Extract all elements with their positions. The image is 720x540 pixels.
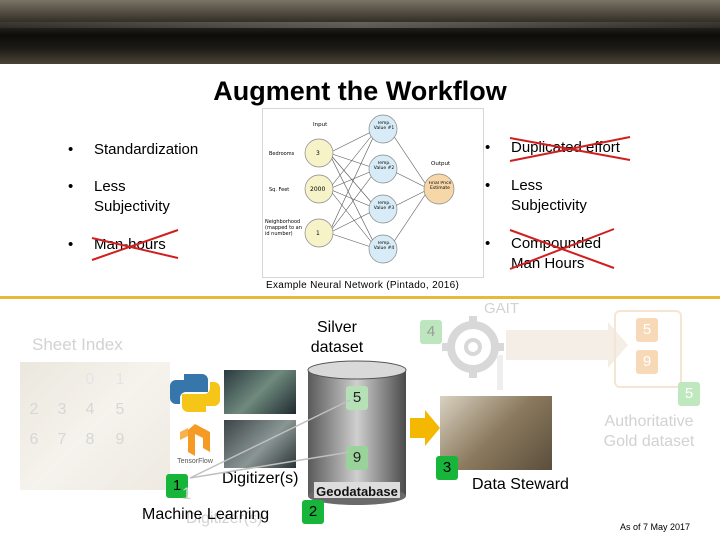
figure-caption: Example Neural Network (Pintado, 2016) <box>266 280 459 291</box>
right-bullet-1: • Duplicated effort <box>485 138 685 158</box>
nn-temp1: Temp. Value #1 <box>371 121 397 131</box>
bullet-text: Less Subjectivity <box>94 177 194 217</box>
nn-input-label: Input <box>313 122 328 128</box>
step-3-badge: 3 <box>436 456 458 480</box>
gold-5b-badge: 5 <box>678 382 700 406</box>
right-bullet-2: • Less Subjectivity <box>485 176 685 218</box>
left-bullet-2: • Less Subjectivity <box>68 177 258 219</box>
nn-value-2000: 2000 <box>310 186 325 193</box>
bullet-text: Compounded Man Hours <box>511 234 621 274</box>
nn-temp3: Temp. Value #3 <box>371 201 397 211</box>
neural-network-figure: Input Output Bedrooms Sq. Feet Neighborh… <box>262 108 484 278</box>
bullet-dot: • <box>485 138 490 158</box>
bullet-text: Duplicated effort <box>511 138 661 158</box>
divider-line <box>0 296 720 299</box>
left-bullet-1: • Standardization <box>68 140 258 160</box>
gold-5-badge: 5 <box>636 318 658 342</box>
nn-temp4: Temp. Value #4 <box>371 241 397 251</box>
nn-output-label: Output <box>431 161 451 167</box>
bullet-text: Less Subjectivity <box>511 176 611 216</box>
authoritative-label: Authoritative Gold dataset <box>594 412 704 452</box>
bullet-dot: • <box>68 140 73 160</box>
nn-value-1: 1 <box>316 230 320 237</box>
header-bar <box>0 0 720 64</box>
nn-value-3: 3 <box>316 150 320 157</box>
data-steward-label: Data Steward <box>472 476 569 494</box>
nn-neighborhood-label: Neighborhood (mapped to an id number) <box>265 219 307 237</box>
nn-temp2: Temp. Value #2 <box>371 161 397 171</box>
nn-sqfeet-label: Sq. Feet <box>269 187 289 193</box>
left-bullet-3: • Man-hours <box>68 235 258 255</box>
slide-title: Augment the Workflow <box>0 76 720 107</box>
bullet-dot: • <box>68 235 73 255</box>
right-bullet-3: • Compounded Man Hours <box>485 234 685 276</box>
nn-final: Final Price Estimate <box>426 181 454 191</box>
bullet-text: Standardization <box>94 140 244 160</box>
neural-network-diagram: Input Output Bedrooms Sq. Feet Neighborh… <box>263 109 483 277</box>
gold-9-badge: 9 <box>636 350 658 374</box>
bullet-dot: • <box>485 234 490 254</box>
bullet-dot: • <box>485 176 490 196</box>
bullet-text: Man-hours <box>94 235 244 255</box>
bullet-dot: • <box>68 177 73 197</box>
as-of-date: As of 7 May 2017 <box>620 522 690 532</box>
nn-bedrooms-label: Bedrooms <box>269 151 295 157</box>
